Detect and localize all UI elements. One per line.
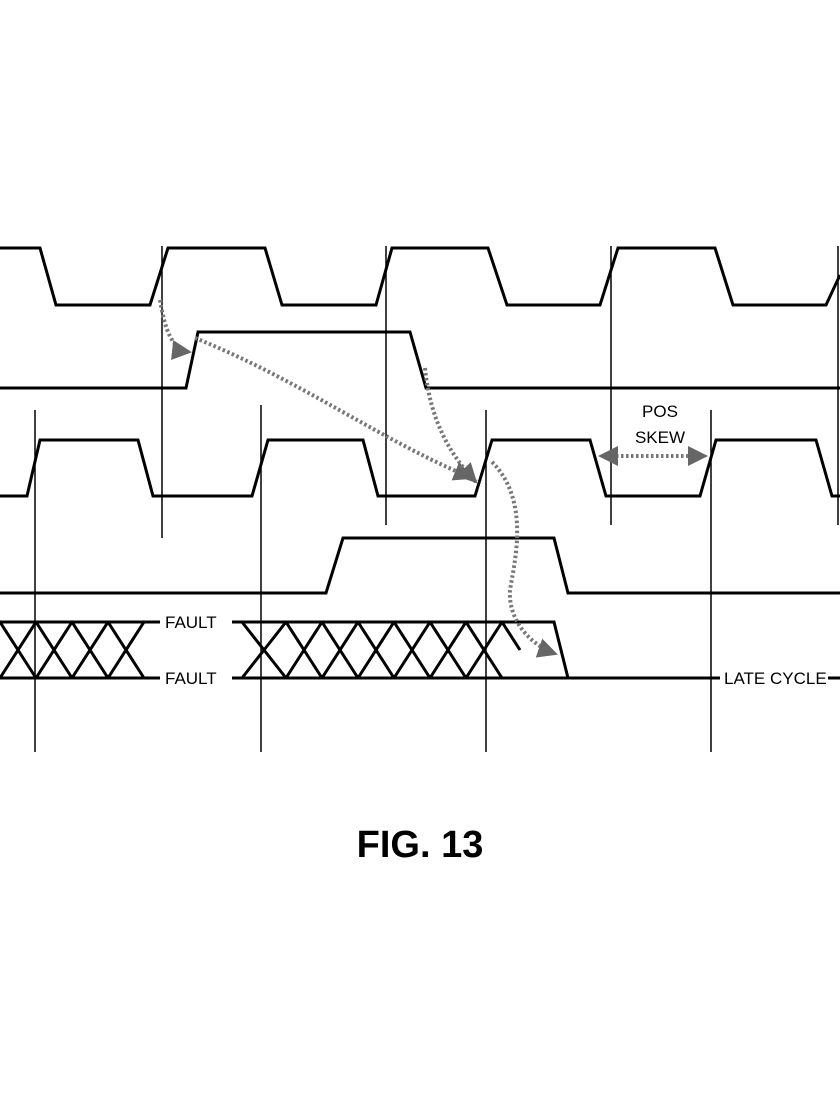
trigger-pulse-waveform [0,330,840,390]
causal-arrow-pulse-to-clock-b [194,336,474,481]
skew-label: SKEW [635,428,685,447]
causal-arrow-falling-edge-to-clock-b [423,367,478,484]
fault-label-bottom: FAULT [165,669,217,688]
figure-caption: FIG. 13 [356,824,484,866]
fault-region-left [0,620,150,680]
clock-b-markers [34,405,712,752]
fault-region-right [240,620,720,680]
clock-a-markers [161,246,839,538]
captured-pulse-waveform [0,536,840,595]
pos-label: POS [642,402,678,421]
clock-a-waveform [0,246,840,307]
late-cycle-label: LATE CYCLE [724,669,827,688]
causal-arrow-clock-to-pulse [158,299,192,360]
causal-arrow-clock-b-to-fault [490,460,558,658]
fault-label-top: FAULT [165,613,217,632]
clock-b-waveform [0,438,840,498]
